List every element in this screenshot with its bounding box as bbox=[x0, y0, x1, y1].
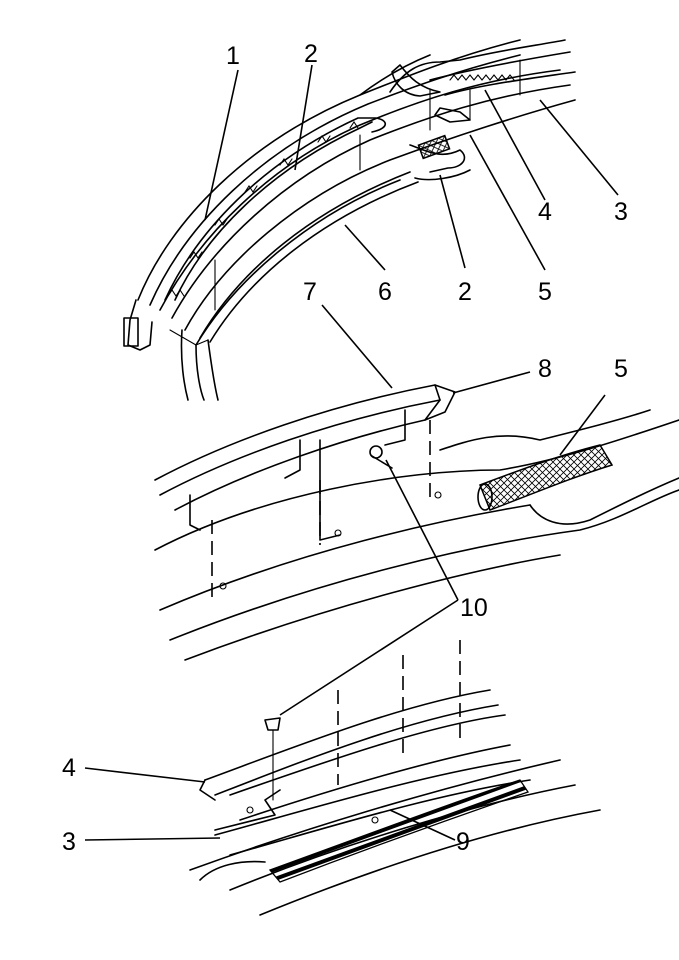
callout-labels: 1 2 4 3 6 2 5 7 8 5 10 4 3 9 bbox=[62, 40, 628, 856]
callout-3-upper: 3 bbox=[614, 198, 628, 226]
callout-2-upper: 2 bbox=[304, 40, 318, 68]
callout-2-lower: 2 bbox=[458, 278, 472, 306]
callout-8: 8 bbox=[538, 355, 552, 383]
callout-1: 1 bbox=[226, 42, 240, 70]
callout-5-middle: 5 bbox=[614, 355, 628, 383]
callout-4-lower: 4 bbox=[62, 754, 76, 782]
callout-7: 7 bbox=[303, 278, 317, 306]
top-view-roof-rail bbox=[123, 39, 619, 401]
callout-5-upper: 5 bbox=[538, 278, 552, 306]
callout-3-lower: 3 bbox=[62, 828, 76, 856]
middle-view-trim-molding bbox=[154, 304, 679, 661]
callout-9: 9 bbox=[456, 828, 470, 856]
callout-10: 10 bbox=[460, 594, 488, 622]
callout-4-upper: 4 bbox=[538, 198, 552, 226]
callout-6: 6 bbox=[378, 278, 392, 306]
bottom-view-lower-rail bbox=[84, 599, 601, 916]
